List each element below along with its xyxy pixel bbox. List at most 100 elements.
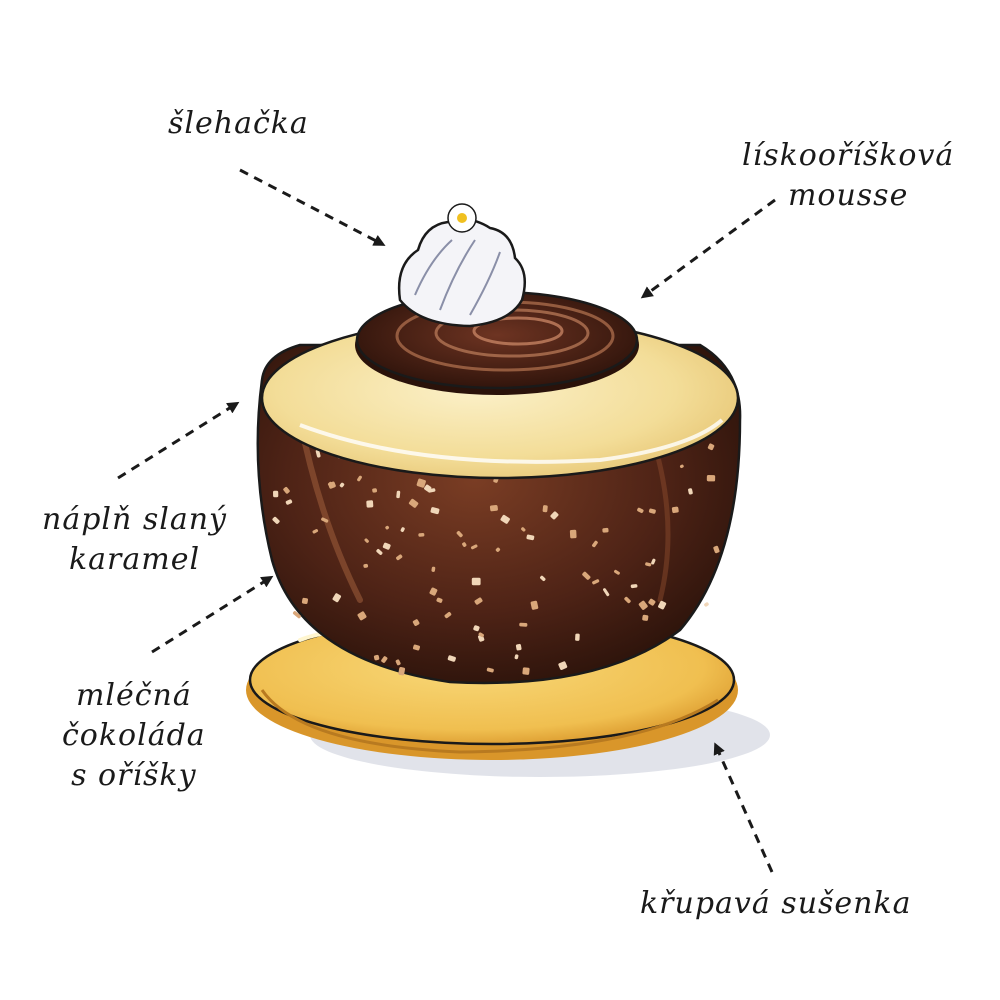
nut-piece xyxy=(637,507,644,514)
label-biscuit: křupavá sušenka xyxy=(640,886,912,921)
nut-piece xyxy=(602,527,609,533)
nut-piece xyxy=(713,545,720,554)
nut-piece xyxy=(530,600,539,610)
nut-piece xyxy=(624,596,631,604)
nut-piece xyxy=(400,527,405,532)
nut-piece xyxy=(456,531,463,538)
label-hazelnut-mousse-line-2: mousse xyxy=(787,178,909,213)
nut-piece xyxy=(328,481,336,489)
nut-piece xyxy=(473,625,480,632)
nut-piece xyxy=(412,644,420,651)
nut-piece xyxy=(470,544,478,550)
arrow-biscuit xyxy=(713,742,774,873)
nut-piece xyxy=(569,529,577,539)
nut-piece xyxy=(575,633,580,641)
nut-piece xyxy=(431,566,436,572)
label-caramel-filling: náplň slaný karamel xyxy=(42,500,227,580)
nut-piece xyxy=(474,597,483,605)
nut-piece xyxy=(283,486,290,494)
nut-piece xyxy=(292,611,301,619)
hazelnut-mousse xyxy=(355,290,639,395)
nut-piece xyxy=(321,517,329,523)
nut-piece xyxy=(614,569,620,575)
nut-piece xyxy=(408,498,419,508)
nut-piece xyxy=(366,500,374,508)
nut-piece xyxy=(679,464,684,469)
nut-piece xyxy=(357,475,362,482)
nut-piece xyxy=(707,443,715,451)
nut-piece xyxy=(489,504,498,512)
nut-piece xyxy=(396,490,401,499)
nut-piece xyxy=(363,563,369,568)
nut-piece xyxy=(462,542,467,547)
nut-piece xyxy=(704,602,709,607)
nut-piece xyxy=(495,547,501,552)
nut-piece xyxy=(315,449,321,458)
nut-piece xyxy=(332,593,342,603)
nut-piece xyxy=(418,533,425,537)
nut-piece xyxy=(603,588,610,597)
nut-piece xyxy=(526,534,535,541)
nut-piece xyxy=(471,577,481,586)
nut-piece xyxy=(272,516,280,524)
nut-piece xyxy=(447,655,456,662)
nut-piece xyxy=(478,632,484,638)
nut-piece xyxy=(645,562,652,567)
nut-piece xyxy=(500,514,510,524)
nut-piece xyxy=(398,667,406,676)
arrow-hazelnut-mousse xyxy=(640,198,776,299)
label-milk-chocolate: mléčná čokoláda s oříšky xyxy=(62,676,206,796)
nut-piece xyxy=(412,619,420,626)
nut-piece xyxy=(550,511,559,520)
nut-piece xyxy=(706,475,716,482)
nut-piece xyxy=(444,612,452,619)
nut-piece xyxy=(648,508,656,514)
label-milk-chocolate-line-1: mléčná xyxy=(75,678,192,713)
nut-piece xyxy=(395,659,401,666)
nut-piece xyxy=(385,525,390,530)
nut-piece xyxy=(285,499,293,505)
nut-piece xyxy=(424,484,432,492)
label-hazelnut-mousse-line-1: lískooříšková xyxy=(742,138,955,173)
nut-piece xyxy=(382,542,391,550)
nut-piece xyxy=(396,554,403,561)
label-milk-chocolate-line-3: s oříšky xyxy=(71,758,197,793)
nut-piece xyxy=(273,490,279,498)
whipped-cream xyxy=(397,203,527,328)
nut-piece xyxy=(486,667,494,673)
label-hazelnut-mousse: lískooříšková mousse xyxy=(742,136,954,216)
nut-piece xyxy=(312,529,319,534)
nut-piece xyxy=(522,667,530,675)
nut-piece xyxy=(688,488,693,495)
nut-piece xyxy=(430,507,440,515)
nut-piece xyxy=(540,575,546,582)
nut-piece xyxy=(671,506,679,514)
nut-piece xyxy=(519,622,528,627)
nut-piece xyxy=(357,611,367,621)
label-whipped-cream: šlehačka xyxy=(168,106,309,141)
nut-piece xyxy=(301,597,309,605)
nut-piece xyxy=(651,558,656,565)
nut-piece xyxy=(630,584,638,589)
arrow-milk-chocolate xyxy=(151,575,274,654)
nut-piece xyxy=(436,597,443,603)
label-caramel-filling-line-2: karamel xyxy=(68,542,201,577)
nut-piece xyxy=(416,478,426,488)
nut-piece xyxy=(642,614,649,621)
nut-piece xyxy=(521,527,526,532)
flower-decoration xyxy=(447,203,477,233)
nut-piece xyxy=(542,505,548,513)
arrow-whipped-cream xyxy=(239,168,386,246)
nut-piece xyxy=(381,656,388,663)
nut-piece xyxy=(558,661,568,670)
nut-piece xyxy=(582,571,591,580)
nut-piece xyxy=(592,579,600,585)
nut-piece xyxy=(658,600,667,610)
nut-piece xyxy=(648,598,656,606)
nut-piece xyxy=(376,549,383,555)
label-milk-chocolate-line-2: čokoláda xyxy=(62,718,206,753)
nut-piece xyxy=(514,654,519,660)
nut-piece xyxy=(515,643,522,651)
